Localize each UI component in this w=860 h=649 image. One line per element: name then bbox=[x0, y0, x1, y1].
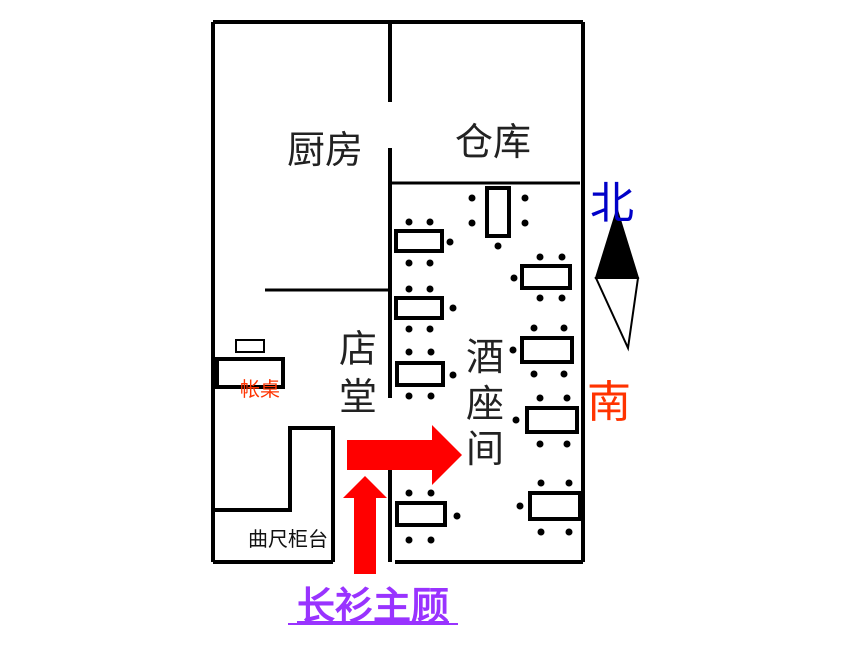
stool-4-2 bbox=[427, 489, 435, 497]
stool-1-3 bbox=[446, 238, 454, 246]
stool-6-5 bbox=[558, 294, 566, 302]
stool-6-2 bbox=[558, 253, 566, 261]
stool-1-2 bbox=[426, 218, 434, 226]
desk-table bbox=[215, 357, 285, 389]
north-label: 北 bbox=[590, 178, 634, 229]
stool-2-5 bbox=[426, 325, 434, 333]
account-desk bbox=[215, 339, 285, 389]
compass-needle bbox=[594, 206, 640, 352]
counter-label: 曲尺柜台 bbox=[248, 527, 328, 551]
stool-7-4 bbox=[530, 370, 538, 378]
stool-8-1 bbox=[536, 394, 544, 402]
stool-3-5 bbox=[427, 392, 435, 400]
stool-5-1 bbox=[468, 194, 476, 202]
stool-3-3 bbox=[449, 371, 457, 379]
table-3 bbox=[395, 361, 445, 387]
table-9 bbox=[528, 491, 582, 521]
outer-walls bbox=[211, 20, 585, 564]
compass-south-half bbox=[594, 277, 640, 352]
stool-4-1 bbox=[405, 489, 413, 497]
stool-2-3 bbox=[449, 304, 457, 312]
stool-7-1 bbox=[530, 324, 538, 332]
stool-8-3 bbox=[512, 416, 520, 424]
stool-7-5 bbox=[560, 370, 568, 378]
interior-walls bbox=[213, 22, 580, 562]
table-2 bbox=[394, 296, 444, 320]
stool-3-1 bbox=[405, 348, 413, 356]
hall-label-bottom: 堂 bbox=[339, 375, 377, 419]
stool-7-2 bbox=[560, 324, 568, 332]
stool-9-4 bbox=[537, 528, 545, 536]
hall-label-top: 店 bbox=[339, 327, 377, 371]
kitchen-label: 厨房 bbox=[287, 128, 363, 172]
stool-2-1 bbox=[405, 285, 413, 293]
stool-4-3 bbox=[453, 512, 461, 520]
stool-5-5 bbox=[494, 242, 502, 250]
stool-8-5 bbox=[563, 440, 571, 448]
wall-counter bbox=[213, 426, 335, 562]
table-4 bbox=[395, 501, 447, 527]
table-7 bbox=[520, 336, 574, 364]
table-6 bbox=[520, 264, 572, 290]
stool-1-1 bbox=[405, 218, 413, 226]
stool-9-1 bbox=[537, 479, 545, 487]
bar-tables bbox=[394, 186, 582, 544]
stool-3-4 bbox=[405, 392, 413, 400]
stool-6-1 bbox=[536, 253, 544, 261]
stool-6-3 bbox=[510, 274, 518, 282]
south-label: 南 bbox=[587, 377, 631, 428]
storage-label: 仓库 bbox=[455, 120, 531, 164]
table-5 bbox=[485, 186, 511, 238]
stool-5-2 bbox=[468, 219, 476, 227]
bar-label-3: 间 bbox=[466, 427, 504, 471]
arrow-horizontal bbox=[347, 425, 462, 485]
bar-label-1: 酒 bbox=[466, 335, 504, 379]
desk-label: 帐桌 bbox=[240, 377, 280, 401]
desk-stool bbox=[235, 339, 265, 353]
table-8 bbox=[525, 406, 579, 434]
stool-9-3 bbox=[516, 502, 524, 510]
stool-4-5 bbox=[427, 536, 435, 544]
stool-4-4 bbox=[405, 536, 413, 544]
stool-6-4 bbox=[536, 294, 544, 302]
stool-8-4 bbox=[536, 440, 544, 448]
customer-caption: 长衫主顾 bbox=[297, 584, 449, 628]
stool-9-5 bbox=[565, 528, 573, 536]
stool-1-5 bbox=[426, 259, 434, 267]
stool-5-4 bbox=[521, 219, 529, 227]
stool-2-2 bbox=[426, 285, 434, 293]
entry-arrows bbox=[343, 425, 462, 574]
stool-8-2 bbox=[563, 394, 571, 402]
stool-2-4 bbox=[405, 325, 413, 333]
stool-7-3 bbox=[509, 346, 517, 354]
stool-9-2 bbox=[565, 479, 573, 487]
stool-5-3 bbox=[521, 194, 529, 202]
bar-label-2: 座 bbox=[466, 382, 504, 426]
stool-1-4 bbox=[405, 259, 413, 267]
stool-3-2 bbox=[427, 348, 435, 356]
table-1 bbox=[394, 229, 444, 253]
arrow-vertical bbox=[343, 476, 387, 574]
